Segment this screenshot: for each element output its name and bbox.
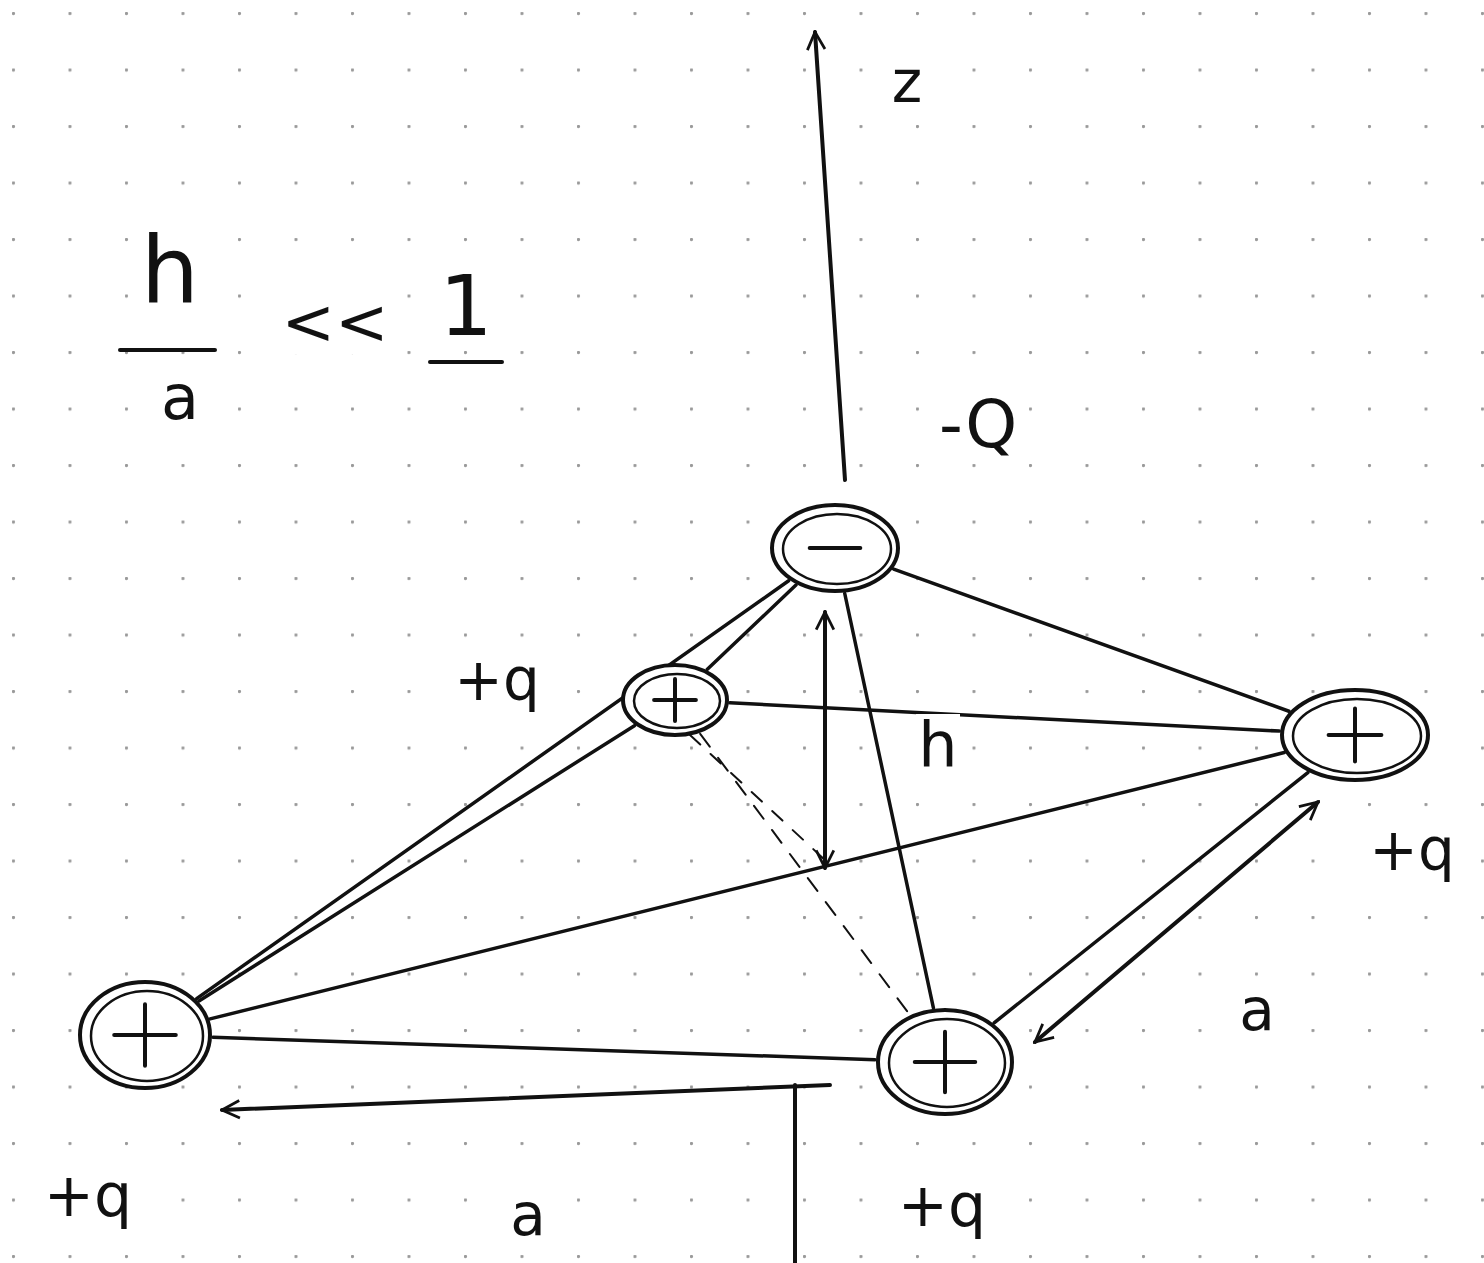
charge-circle <box>620 662 730 738</box>
charge-node: +q <box>875 1007 1015 1117</box>
charge-link <box>197 581 789 999</box>
charge-outline <box>889 1019 1005 1107</box>
charge-label: -Q <box>937 392 1019 458</box>
charge-link <box>700 734 909 1015</box>
charge-sign <box>810 546 861 550</box>
charge-node: +q <box>620 662 730 738</box>
charge-link <box>845 593 934 1007</box>
charge-circle <box>875 1007 1015 1117</box>
height-arrow <box>823 612 827 868</box>
charge-link <box>730 703 1279 731</box>
charge-outline <box>772 505 898 591</box>
dashed-guide <box>690 735 825 860</box>
charge-node: +q <box>77 979 213 1091</box>
charge-label: +q <box>896 1175 988 1235</box>
charge-outline <box>878 1010 1012 1114</box>
charge-sign <box>915 1032 976 1093</box>
height-label: h <box>916 714 959 776</box>
charge-link <box>199 726 634 1001</box>
fraction-one: 1 <box>437 264 494 348</box>
dimension-arrow <box>222 1085 830 1110</box>
charge-circle <box>77 979 213 1091</box>
charge-label: +q <box>42 1165 134 1225</box>
charge-link <box>894 569 1289 711</box>
dimension-arrow <box>1035 802 1318 1042</box>
charge-label: +q <box>1367 821 1456 879</box>
charge-outline <box>1293 699 1421 773</box>
fraction-denominator: a <box>159 367 201 429</box>
charge-outline <box>634 674 720 728</box>
charge-node: -Q <box>769 502 901 594</box>
charge-circle <box>1279 687 1431 783</box>
fraction-bar <box>120 348 215 352</box>
side-length-label: a <box>1237 981 1277 1039</box>
charge-outline <box>80 982 210 1088</box>
charge-sign <box>1329 709 1382 762</box>
dimension-tick <box>793 1085 797 1263</box>
charge-link <box>210 753 1284 1019</box>
side-length-label: a <box>508 1186 548 1244</box>
charge-link <box>213 1037 875 1059</box>
charge-sign <box>114 1004 176 1066</box>
much-less-sign: << <box>279 290 390 354</box>
axis-label: z <box>890 53 924 111</box>
charge-node: +q <box>1279 687 1431 783</box>
charge-circle <box>769 502 901 594</box>
fraction-numerator: h <box>139 226 201 318</box>
charge-label: +q <box>452 651 541 709</box>
z-axis <box>815 32 845 480</box>
charge-sign <box>654 679 696 721</box>
charge-outline <box>1282 690 1428 780</box>
underline <box>430 360 502 364</box>
charge-outline <box>623 665 727 735</box>
charge-outline <box>91 991 203 1081</box>
charge-outline <box>783 514 891 584</box>
